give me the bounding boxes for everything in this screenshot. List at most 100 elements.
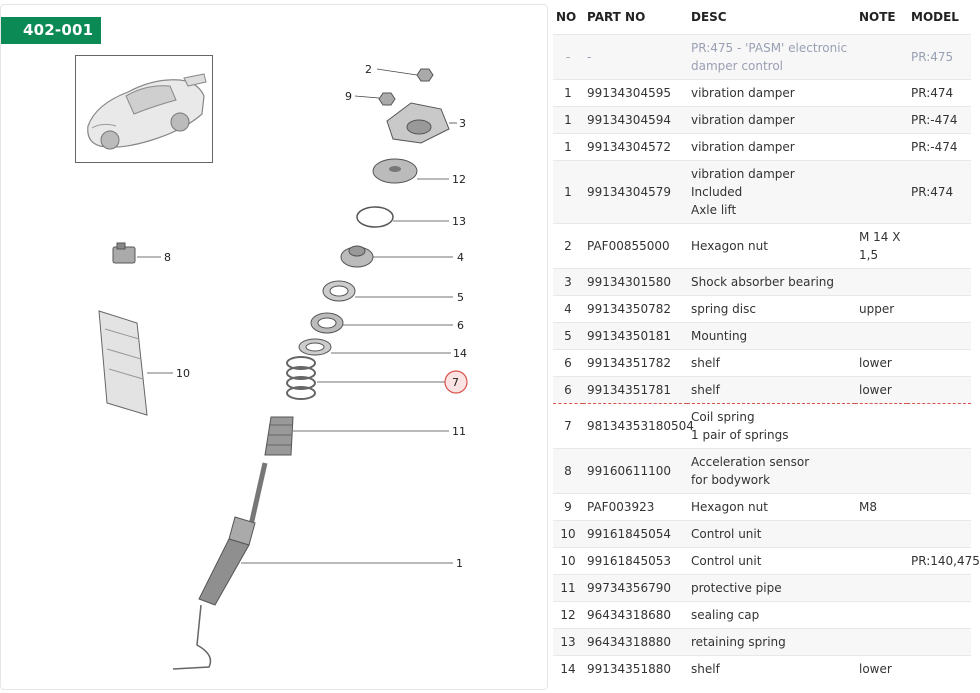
cell-no: 1 xyxy=(553,79,583,107)
callout-4[interactable]: 4 xyxy=(457,251,464,264)
desc-line: damper control xyxy=(691,59,784,73)
header-no[interactable]: NO xyxy=(556,10,577,24)
part-7-coil-spring[interactable]: 7 xyxy=(286,356,468,400)
callout-1[interactable]: 1 xyxy=(456,557,463,570)
cell-desc: Control unit xyxy=(687,520,855,548)
desc-line: Coil spring xyxy=(691,410,755,424)
cell-part-no: PAF003923 xyxy=(583,493,687,521)
table-header-row: NO PART NO DESC NOTE MODEL xyxy=(553,0,971,35)
header-model[interactable]: MODEL xyxy=(911,10,959,24)
callout-13[interactable]: 13 xyxy=(452,215,466,228)
desc-line: Included xyxy=(691,185,743,199)
diagram-id-badge: 402-001 xyxy=(1,17,101,44)
part-8-acceleration-sensor[interactable]: 8 xyxy=(112,242,171,264)
cell-note xyxy=(855,133,907,161)
callout-9[interactable]: 9 xyxy=(345,90,352,103)
cell-part-no: 99134351781 xyxy=(583,376,687,404)
cell-note xyxy=(855,448,907,494)
desc-line: PR:475 - 'PASM' electronic xyxy=(691,41,848,55)
callout-6[interactable]: 6 xyxy=(457,319,464,332)
cell-no: 3 xyxy=(553,268,583,296)
header-desc[interactable]: DESC xyxy=(691,10,727,24)
part-2-hexagon-nut[interactable]: 2 xyxy=(365,63,434,82)
cell-note: M 14 X 1,5 xyxy=(855,223,907,269)
desc-line: spring disc xyxy=(691,302,756,316)
cell-model xyxy=(907,223,971,269)
part-1-vibration-damper[interactable]: 1 xyxy=(172,462,463,670)
part-4-spring-disc[interactable]: 4 xyxy=(340,245,464,268)
cell-no: 7 xyxy=(553,403,583,449)
cell-desc: spring disc xyxy=(687,295,855,323)
part-5-mounting[interactable]: 5 xyxy=(322,280,464,304)
header-part-no[interactable]: PART NO xyxy=(587,10,646,24)
callout-11[interactable]: 11 xyxy=(452,425,466,438)
cell-no: 4 xyxy=(553,295,583,323)
cell-note xyxy=(855,547,907,575)
part-13-retaining-spring[interactable]: 13 xyxy=(356,206,466,228)
part-6-shelf[interactable]: 6 xyxy=(310,312,464,334)
callout-10[interactable]: 10 xyxy=(176,367,190,380)
part-14-shelf[interactable]: 14 xyxy=(298,338,467,360)
desc-line: Control unit xyxy=(691,554,762,568)
callout-14[interactable]: 14 xyxy=(453,347,467,360)
cell-note xyxy=(855,79,907,107)
cell-no: 1 xyxy=(553,133,583,161)
diagram-panel: 402-001 2 9 3 xyxy=(0,4,548,690)
cell-part-no: 96434318680 xyxy=(583,601,687,629)
cell-note: lower xyxy=(855,376,907,404)
header-note[interactable]: NOTE xyxy=(859,10,896,24)
cell-part-no: 99134351880 xyxy=(583,655,687,682)
cell-model: PR:474 xyxy=(907,79,971,107)
cell-note: lower xyxy=(855,349,907,377)
part-10-control-unit[interactable]: 10 xyxy=(98,310,190,416)
desc-line: vibration damper xyxy=(691,167,795,181)
callout-7-highlight[interactable] xyxy=(444,370,468,394)
callout-3[interactable]: 3 xyxy=(459,117,466,130)
cell-model: PR:-474 xyxy=(907,106,971,134)
cell-no: 2 xyxy=(553,223,583,269)
part-3-shock-absorber-bearing[interactable]: 3 xyxy=(386,102,466,144)
desc-line: 1 pair of springs xyxy=(691,428,789,442)
cell-model: PR:475 xyxy=(907,34,971,80)
callout-8[interactable]: 8 xyxy=(164,251,171,264)
callout-12[interactable]: 12 xyxy=(452,173,466,186)
cell-desc: Shock absorber bearing xyxy=(687,268,855,296)
cell-desc: sealing cap xyxy=(687,601,855,629)
part-9-hexagon-nut[interactable]: 9 xyxy=(345,90,396,106)
cell-desc: protective pipe xyxy=(687,574,855,602)
cell-part-no: 99134351782 xyxy=(583,349,687,377)
exploded-parts-diagram: 2 9 3 12 13 xyxy=(98,63,468,670)
cell-desc: retaining spring xyxy=(687,628,855,656)
cell-model xyxy=(907,520,971,548)
cell-note: M8 xyxy=(855,493,907,521)
callout-7[interactable]: 7 xyxy=(452,376,459,389)
cell-part-no: 99134304572 xyxy=(583,133,687,161)
part-12-sealing-cap[interactable]: 12 xyxy=(372,158,466,186)
part-11-protective-pipe[interactable]: 11 xyxy=(264,416,466,456)
desc-line: protective pipe xyxy=(691,581,782,595)
cell-no: 1 xyxy=(553,160,583,224)
callout-2[interactable]: 2 xyxy=(365,63,372,76)
callout-5[interactable]: 5 xyxy=(457,291,464,304)
cell-part-no: 99161845053 xyxy=(583,547,687,575)
